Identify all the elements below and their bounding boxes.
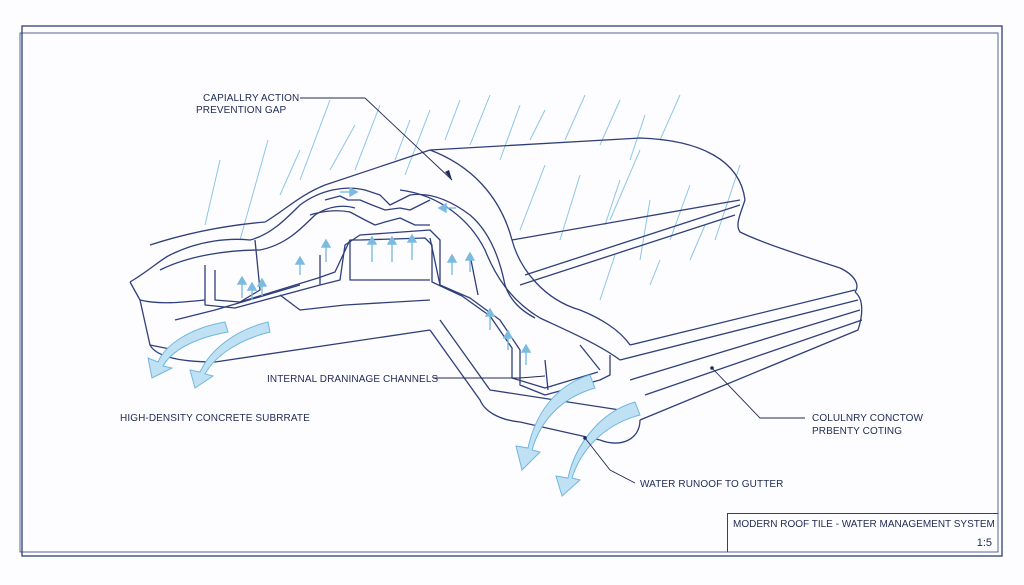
inner-border: [19, 32, 999, 553]
label-water-runoff: WATER RUNOOF TO GUTTER: [640, 479, 784, 490]
tile-body: [129, 137, 863, 444]
leader-lines: [300, 97, 805, 484]
drawing-scale: 1:5: [976, 537, 992, 549]
leader-dot: [710, 366, 714, 370]
label-drainage-channels: INTERNAL DRANINAGE CHANNELS: [267, 374, 439, 385]
label-capillary-gap-line1: CAPIALLRY ACTION: [203, 93, 300, 104]
label-capillary-gap-line2: PREVENTION GAP: [196, 105, 287, 116]
label-coating-line2: PRBENTY COTING: [812, 426, 903, 437]
outer-border: [21, 25, 1003, 557]
runoff-arrows: [147, 321, 641, 497]
label-coating-line1: COLULNRY CONCTOW: [812, 413, 924, 424]
title-block: MODERN ROOF TILE - WATER MANAGEMENT SYST…: [727, 513, 998, 552]
rain-streaks: [204, 94, 741, 301]
leader-arrowhead: [445, 170, 452, 180]
leader-dot: [583, 436, 587, 440]
drawing-title: MODERN ROOF TILE - WATER MANAGEMENT SYST…: [733, 519, 995, 530]
airflow-arrows: [236, 186, 532, 365]
label-concrete-substrate: HIGH-DENSITY CONCRETE SUBRRATE: [120, 413, 310, 424]
